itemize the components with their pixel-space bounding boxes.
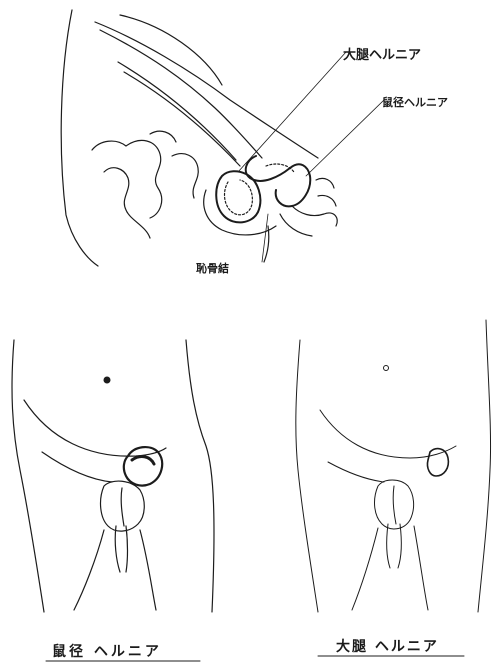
inguinal-sac-inner xyxy=(266,164,294,172)
label-femoral-hernia: 大腿ヘルニア xyxy=(343,44,421,63)
femoral-ring-inner xyxy=(225,180,253,215)
hernia-bulge-shade xyxy=(132,457,154,464)
scrotum-divide xyxy=(121,488,124,526)
iliac-curve-1 xyxy=(95,22,318,158)
lower-curve-3 xyxy=(318,195,336,206)
leader-inguinal xyxy=(306,100,384,176)
inguinal-hernia-figure xyxy=(12,340,214,612)
bone-contour-2 xyxy=(104,168,150,238)
navel xyxy=(384,366,389,371)
lower-curve-2 xyxy=(316,178,334,188)
femoral-hernia-figure xyxy=(296,320,491,612)
pelvis-anatomy-drawing xyxy=(61,10,384,266)
ligament-line-2 xyxy=(124,72,240,166)
leader-pubic xyxy=(262,214,268,262)
torso-left-side xyxy=(12,340,44,612)
leader-femoral xyxy=(238,52,346,172)
torso-right-side xyxy=(186,340,214,612)
penis xyxy=(387,524,402,568)
bone-contour-1 xyxy=(92,140,162,218)
caption-femoral-hernia: 大腿 ヘルニア xyxy=(336,636,439,656)
caption-inguinal-hernia: 鼠径 ヘルニア xyxy=(52,641,162,661)
pubic-outline xyxy=(204,190,276,235)
inner-thigh-right xyxy=(414,526,428,610)
label-pubic-bone: 恥骨結 xyxy=(196,260,229,276)
inner-thigh-left xyxy=(352,528,378,610)
penis xyxy=(115,526,127,572)
scrotum-divide xyxy=(393,486,396,524)
inner-thigh-right xyxy=(140,530,156,610)
torso-left-side xyxy=(296,340,318,612)
thigh-crease-left xyxy=(328,462,384,482)
hernia-bulge xyxy=(427,449,448,476)
torso-right-side xyxy=(478,320,491,612)
inner-thigh-left xyxy=(74,530,104,610)
bone-contour-4 xyxy=(172,154,198,198)
iliac-curve-2 xyxy=(100,30,262,158)
iliac-curve-3 xyxy=(120,15,222,85)
label-inguinal-hernia: 鼠径ヘルニア xyxy=(382,94,448,110)
abdomen-line xyxy=(320,410,456,458)
hip-outline xyxy=(61,10,98,266)
lower-curve-1 xyxy=(280,214,312,236)
navel xyxy=(104,377,111,384)
thigh-crease-left xyxy=(42,452,112,482)
bone-contour-3 xyxy=(150,131,176,142)
spermatic-cord xyxy=(292,206,337,226)
